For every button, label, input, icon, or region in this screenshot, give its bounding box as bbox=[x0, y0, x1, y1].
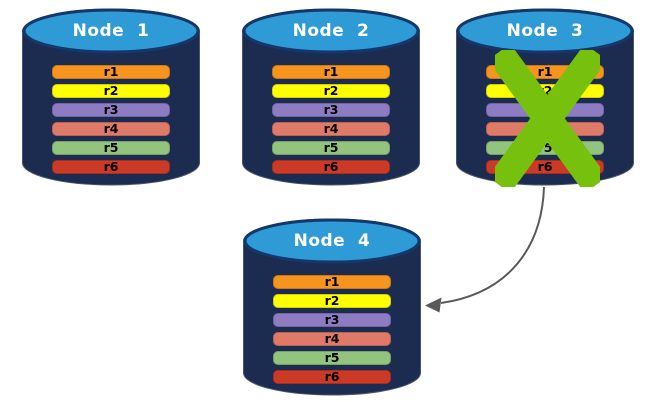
replica-bar-r2: r2 bbox=[273, 294, 391, 308]
replica-bar-r2: r2 bbox=[272, 84, 390, 98]
replica-label: r4 bbox=[324, 331, 340, 346]
replica-label: r6 bbox=[103, 159, 119, 174]
replica-label: r6 bbox=[537, 159, 553, 174]
node-2-label: Node 2 bbox=[292, 21, 370, 41]
replica-label: r1 bbox=[537, 64, 553, 79]
node-4-label: Node 4 bbox=[293, 231, 371, 251]
replica-label: r5 bbox=[324, 350, 340, 365]
replica-label: r2 bbox=[324, 293, 340, 308]
replica-label: r1 bbox=[323, 64, 339, 79]
failure-cross-icon bbox=[495, 50, 600, 187]
replica-bar-r5: r5 bbox=[52, 141, 170, 155]
replica-label: r3 bbox=[324, 312, 340, 327]
replica-label: r6 bbox=[324, 369, 340, 384]
replica-label: r3 bbox=[323, 102, 339, 117]
replica-label: r4 bbox=[323, 121, 339, 136]
node-4: Node 4 r1 r2 r3 r4 r5 r6 bbox=[242, 218, 422, 396]
replica-bar-r1: r1 bbox=[272, 65, 390, 79]
replica-label: r4 bbox=[103, 121, 119, 136]
replica-label: r6 bbox=[323, 159, 339, 174]
replica-bar-r6: r6 bbox=[52, 160, 170, 174]
replica-label: r5 bbox=[323, 140, 339, 155]
replica-bar-r4: r4 bbox=[272, 122, 390, 136]
replica-bar-r6: r6 bbox=[272, 160, 390, 174]
replica-bar-r5: r5 bbox=[273, 351, 391, 365]
replica-bar-r4: r4 bbox=[273, 332, 391, 346]
replica-label: r2 bbox=[103, 83, 119, 98]
node-3: Node 3 r1 r2 r3 r4 r5 r6 bbox=[455, 8, 635, 187]
replica-bar-r5: r5 bbox=[272, 141, 390, 155]
replica-label: r2 bbox=[323, 83, 339, 98]
replica-bar-r6: r6 bbox=[273, 370, 391, 384]
replica-label: r1 bbox=[324, 274, 340, 289]
replica-bar-r3: r3 bbox=[273, 313, 391, 327]
replica-label: r5 bbox=[103, 140, 119, 155]
node-3-label: Node 3 bbox=[506, 21, 584, 41]
replica-bar-r3: r3 bbox=[272, 103, 390, 117]
node-1: Node 1 r1 r2 r3 r4 r5 r6 bbox=[21, 8, 201, 186]
node-1-replicas: r1 r2 r3 r4 r5 r6 bbox=[52, 65, 170, 174]
replica-bar-r1: r1 bbox=[52, 65, 170, 79]
replica-bar-r1: r1 bbox=[273, 275, 391, 289]
node-4-replicas: r1 r2 r3 r4 r5 r6 bbox=[273, 275, 391, 384]
replica-bar-r3: r3 bbox=[52, 103, 170, 117]
node-2: Node 2 r1 r2 r3 r4 r5 r6 bbox=[241, 8, 421, 186]
replica-bar-r4: r4 bbox=[52, 122, 170, 136]
node-1-label: Node 1 bbox=[72, 21, 150, 41]
node-2-replicas: r1 r2 r3 r4 r5 r6 bbox=[272, 65, 390, 174]
replica-label: r3 bbox=[103, 102, 119, 117]
replica-label: r1 bbox=[103, 64, 119, 79]
replica-bar-r2: r2 bbox=[52, 84, 170, 98]
